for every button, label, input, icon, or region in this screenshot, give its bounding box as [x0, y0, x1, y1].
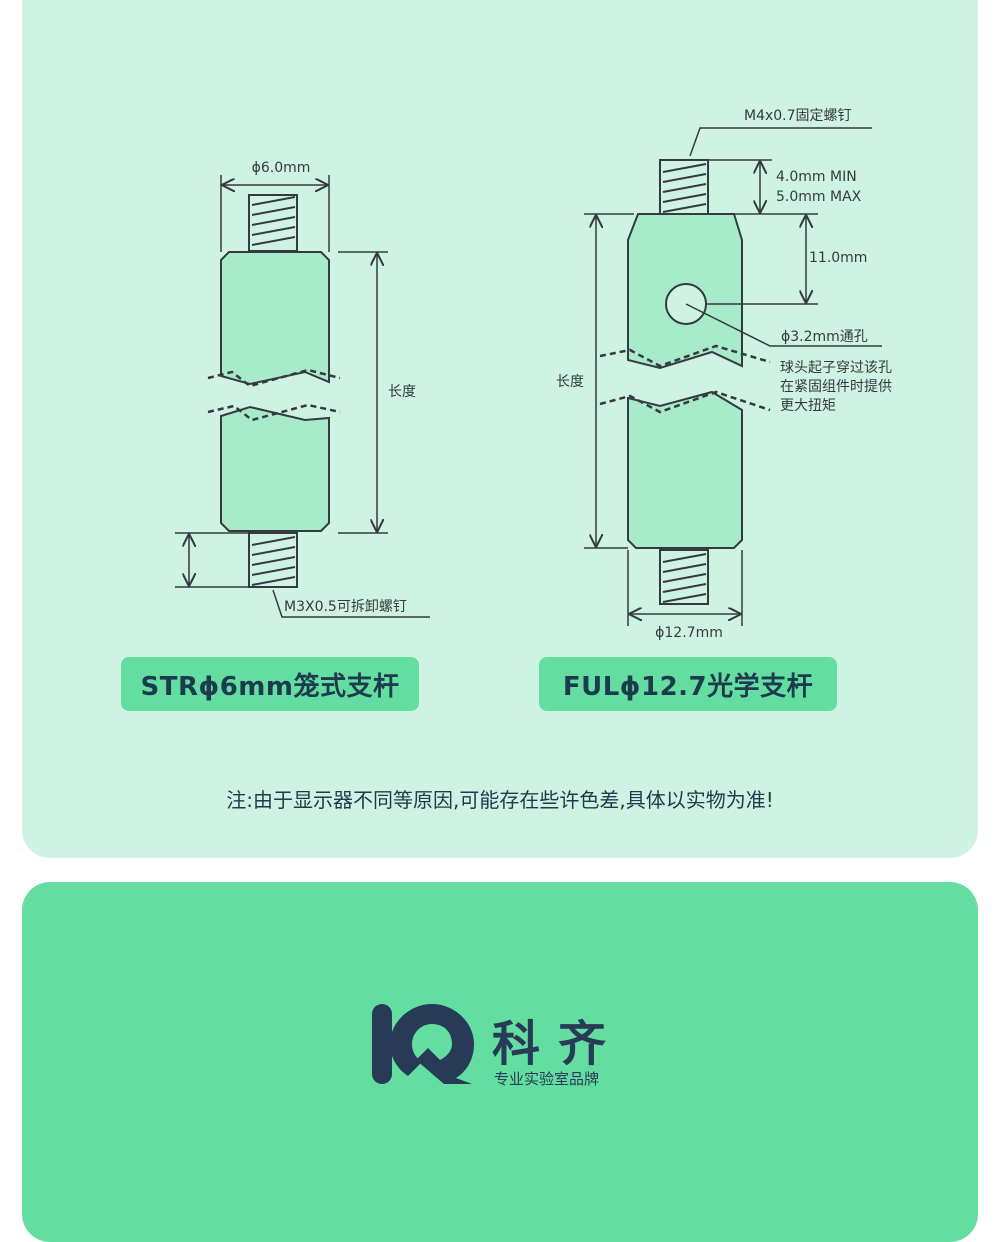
right-post-drawing: [627, 159, 743, 605]
brand-name: 科齐: [492, 1016, 625, 1072]
left-diameter-label: ϕ6.0mm: [252, 160, 311, 176]
hole-offset-label: 11.0mm: [809, 250, 867, 266]
thread-max-label: 5.0mm MAX: [776, 189, 862, 205]
left-dimensions: [175, 175, 430, 618]
hole-note-line2: 在紧固组件时提供: [780, 379, 892, 395]
brand-panel: [22, 882, 978, 1242]
hole-note-line3: 更大扭矩: [780, 398, 836, 414]
hole-note-line1: 球头起子穿过该孔: [780, 360, 892, 376]
brand-slogan: 专业实验室品牌: [494, 1070, 600, 1088]
left-rod-drawing: [220, 194, 330, 588]
right-length-label: 长度: [556, 374, 584, 390]
color-disclaimer-note: 注:由于显示器不同等原因,可能存在些许色差,具体以实物为准!: [226, 788, 774, 812]
right-product-title: FULϕ12.7光学支杆: [539, 657, 837, 711]
diagram-panel: [22, 0, 978, 858]
right-dimensions: [584, 127, 882, 626]
hole-label: ϕ3.2mm通孔: [781, 329, 868, 345]
left-length-label: 长度: [388, 384, 416, 400]
kq-logo-icon: [372, 1004, 474, 1084]
technical-diagram: ϕ6.0mm 长度 M3X0.5可拆卸螺钉 M4x0.7固定螺钉 4.0mm M…: [175, 108, 892, 641]
right-screw-label: M4x0.7固定螺钉: [744, 108, 852, 124]
thread-min-label: 4.0mm MIN: [776, 169, 857, 185]
left-product-title: STRϕ6mm笼式支杆: [121, 657, 419, 711]
left-screw-label: M3X0.5可拆卸螺钉: [284, 599, 407, 615]
right-diameter-label: ϕ12.7mm: [655, 625, 723, 641]
right-break-lines: [599, 344, 771, 414]
